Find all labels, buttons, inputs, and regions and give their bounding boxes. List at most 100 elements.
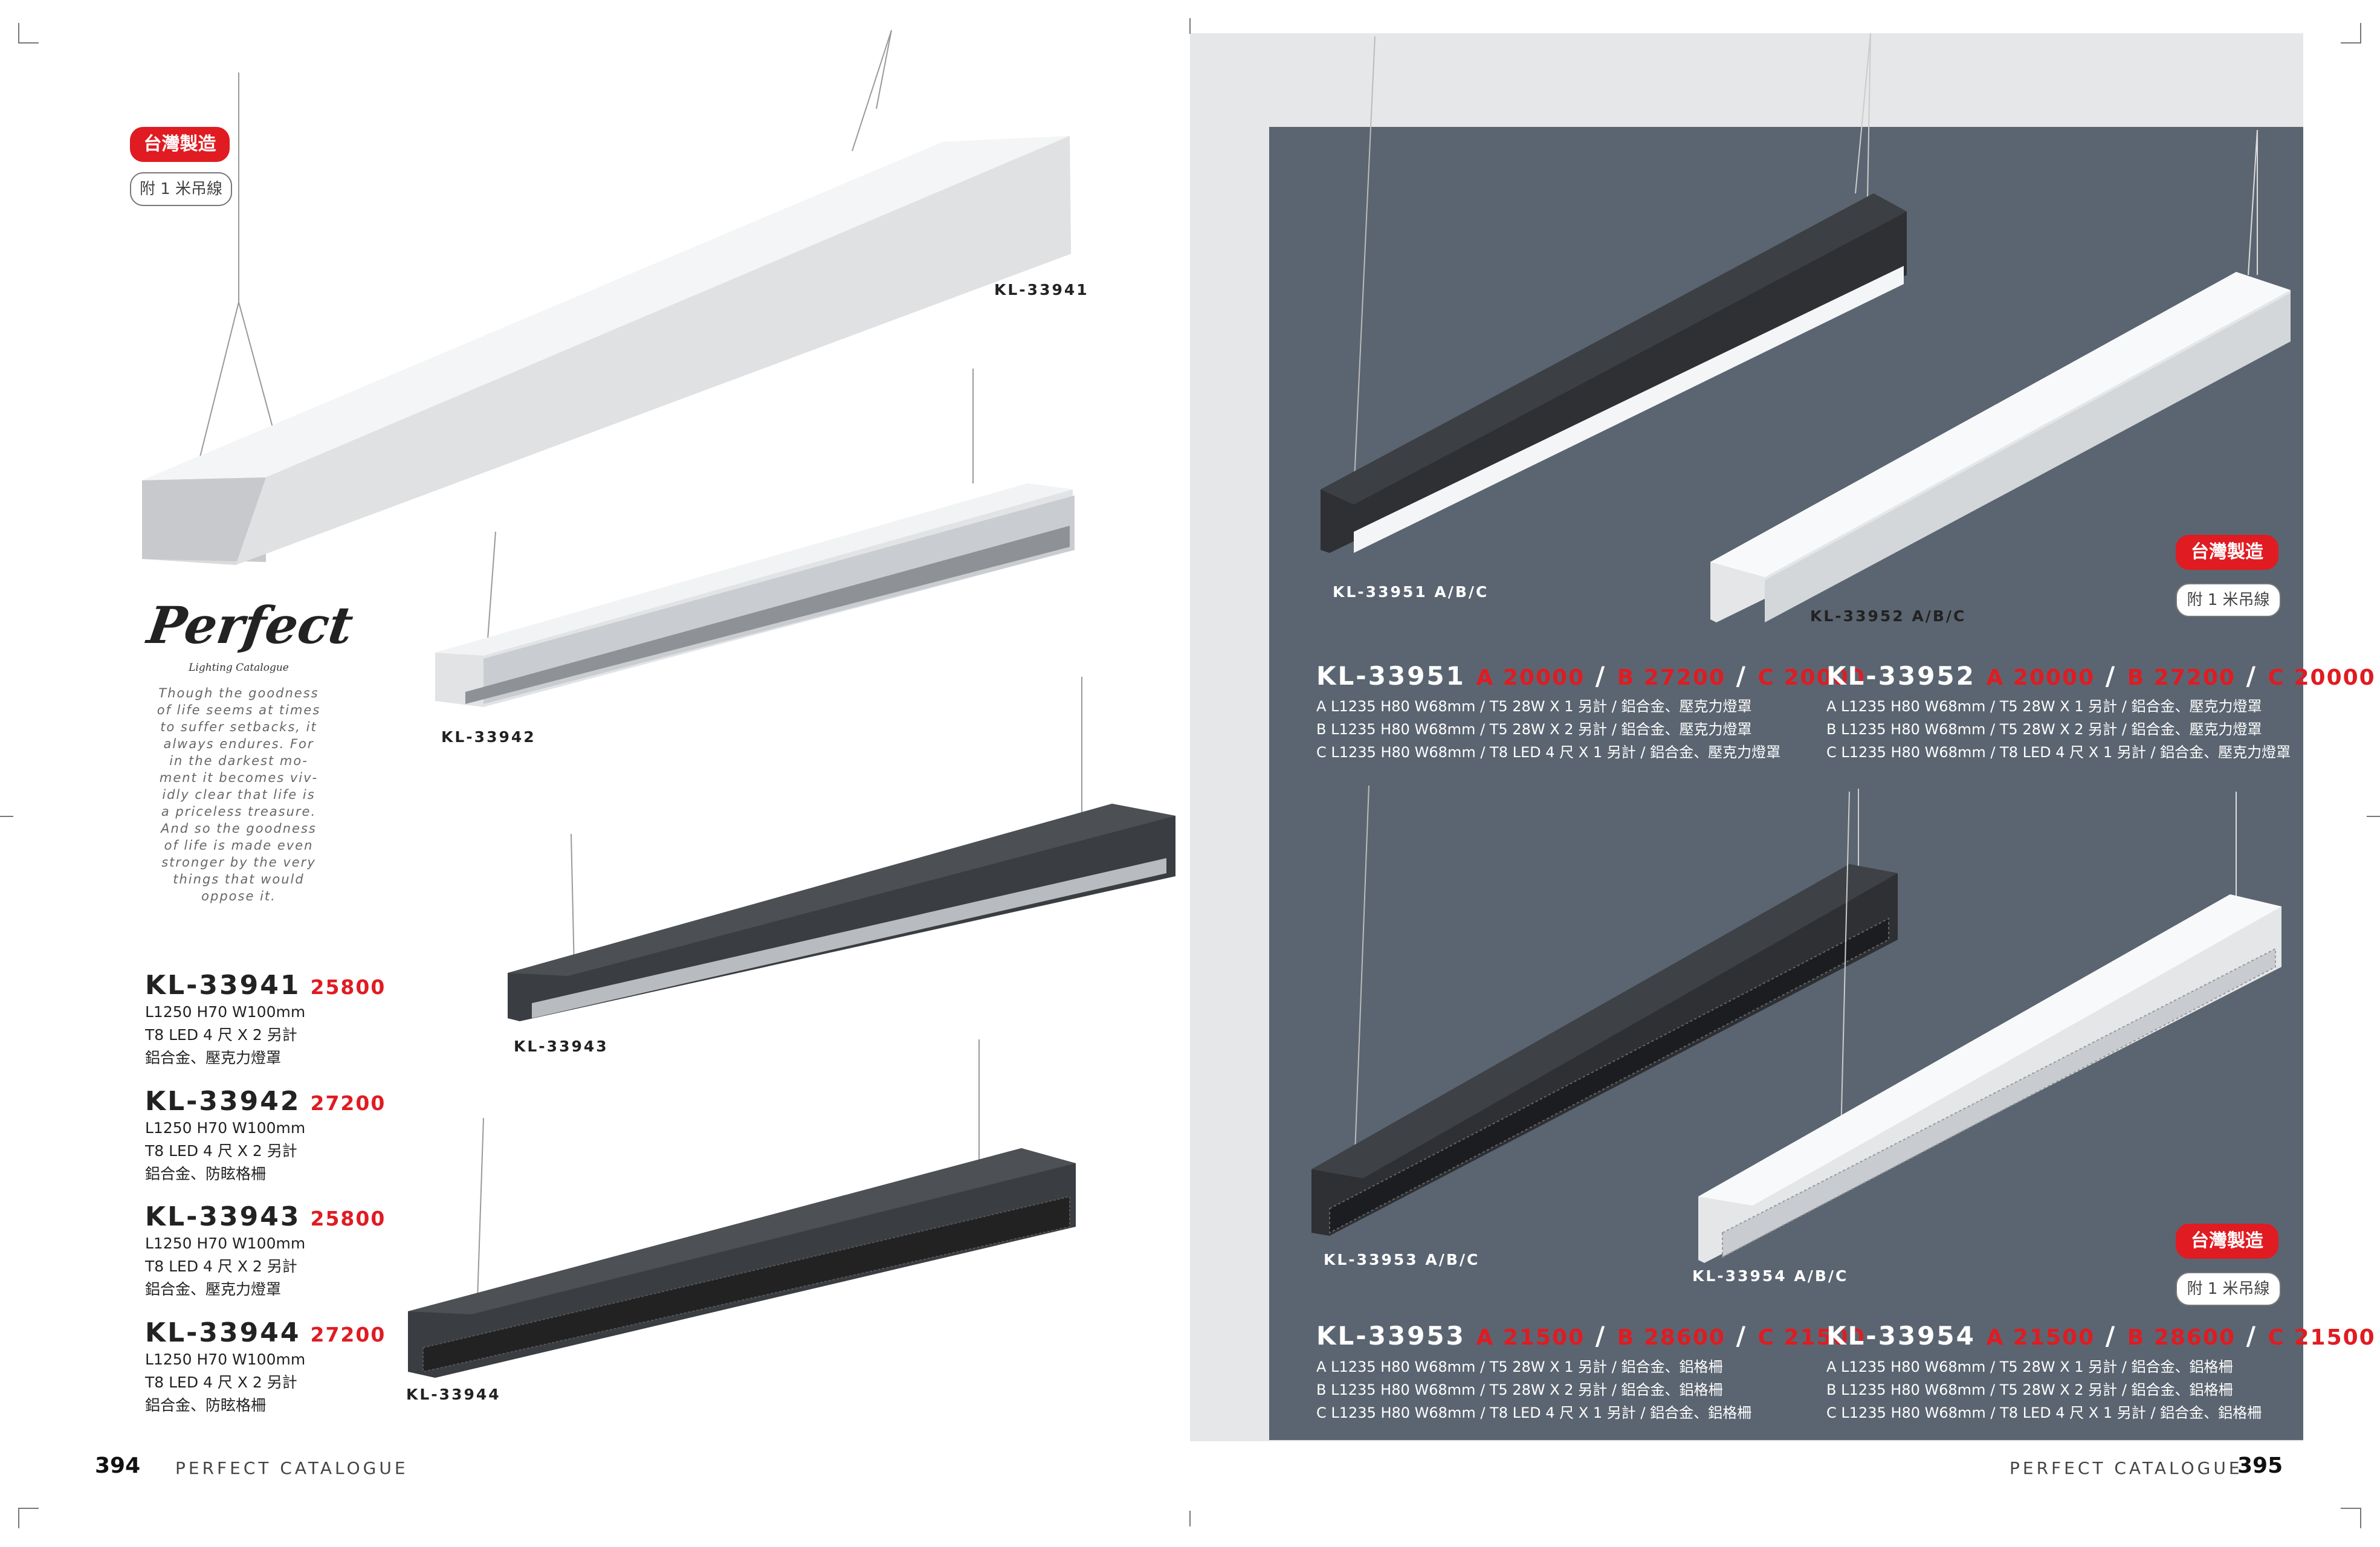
crop-mark xyxy=(2360,23,2361,44)
spec-lamp: T8 LED 4 尺 X 2 另計 xyxy=(145,1374,297,1391)
spec-material: 鋁合金、壓克力燈罩 xyxy=(145,1281,282,1298)
quote-line: to suffer setbacks, it xyxy=(160,720,317,734)
quote-line: idly clear that life is xyxy=(162,787,315,802)
crop-mark xyxy=(18,23,19,44)
footer-title: PERFECT CATALOGUE xyxy=(175,1458,409,1478)
spec-variant-c: C L1235 H80 W68mm / T8 LED 4 尺 X 1 另計 / … xyxy=(1826,1404,2262,1421)
spec-variant-b: B L1235 H80 W68mm / T5 28W X 2 另計 / 鋁合金、… xyxy=(1826,1381,2233,1398)
quote-line: a priceless treasure. xyxy=(161,804,317,819)
page-number: 395 xyxy=(2237,1453,2283,1478)
model-number: KL-33942 xyxy=(145,1086,301,1117)
crop-mark xyxy=(0,816,13,817)
spec-dimensions: L1250 H70 W100mm xyxy=(145,1235,306,1252)
crop-mark xyxy=(2360,1508,2361,1528)
model-number: KL-33951 xyxy=(1316,661,1466,691)
model-number: KL-33953 xyxy=(1316,1321,1466,1351)
crop-mark xyxy=(18,1508,19,1528)
crop-mark xyxy=(18,1508,39,1509)
crop-mark xyxy=(18,42,39,44)
quote-line: of life is made even xyxy=(164,838,314,853)
quote-line: always endures. For xyxy=(163,737,314,751)
kl-33943-luminaire-image xyxy=(508,677,1175,1021)
separator: / xyxy=(2105,661,2117,691)
price-c: C 20000 xyxy=(1758,665,1866,690)
model-price-kl-33954: KL-33954 A 21500 / B 28600 / C 21500 xyxy=(1826,1321,2376,1351)
quote-line: of life seems at times xyxy=(157,703,321,717)
model-price-kl-33953: KL-33953 A 21500 / B 28600 / C 21500 xyxy=(1316,1321,1866,1351)
separator: / xyxy=(2246,661,2257,691)
kl-33953-luminaire-image xyxy=(1311,785,1898,1236)
separator: / xyxy=(2105,1321,2117,1351)
brand-quote: Though the goodness of life seems at tim… xyxy=(148,685,329,905)
price-a: A 20000 xyxy=(1476,665,1585,690)
wire-included-badge: 附 1 米吊線 xyxy=(130,172,232,206)
caption-kl-33954: KL-33954 A/B/C xyxy=(1692,1267,1849,1285)
separator: / xyxy=(2246,1321,2257,1351)
quote-line: oppose it. xyxy=(201,889,276,903)
crop-mark xyxy=(2341,1508,2361,1509)
left-page-luminaires xyxy=(142,30,1175,1378)
spec-variant-c: C L1235 H80 W68mm / T8 LED 4 尺 X 1 另計 / … xyxy=(1316,744,1781,761)
caption-kl-33943: KL-33943 xyxy=(514,1038,609,1055)
page-number: 394 xyxy=(95,1453,141,1478)
model-price-kl-33952: KL-33952 A 20000 / B 27200 / C 20000 xyxy=(1826,661,2376,691)
specs-kl-33953: A L1235 H80 W68mm / T5 28W X 1 另計 / 鋁合金、… xyxy=(1316,1355,1751,1424)
price: 25800 xyxy=(310,1207,386,1230)
spec-variant-a: A L1235 H80 W68mm / T5 28W X 1 另計 / 鋁合金、… xyxy=(1826,698,2262,715)
caption-kl-33941: KL-33941 xyxy=(994,281,1089,299)
kl-33951-luminaire-image xyxy=(1321,33,1907,553)
quote-line: ment it becomes viv- xyxy=(159,770,319,785)
spec-variant-a: A L1235 H80 W68mm / T5 28W X 1 另計 / 鋁合金、… xyxy=(1826,1358,2233,1375)
spec-lamp: T8 LED 4 尺 X 2 另計 xyxy=(145,1258,297,1275)
brand-tagline: Lighting Catalogue xyxy=(189,662,289,674)
wire-included-badge: 附 1 米吊線 xyxy=(2176,1272,2281,1306)
model-number: KL-33954 xyxy=(1826,1321,1976,1351)
footer-title: PERFECT CATALOGUE xyxy=(2010,1458,2243,1478)
made-in-taiwan-badge: 台灣製造 xyxy=(130,127,230,162)
model-number: KL-33941 xyxy=(145,970,301,1001)
price-c: C 21500 xyxy=(2268,1325,2376,1350)
spec-material: 鋁合金、壓克力燈罩 xyxy=(145,1049,282,1067)
quote-line: things that would xyxy=(173,872,305,887)
spec-dimensions: L1250 H70 W100mm xyxy=(145,1119,306,1137)
separator: / xyxy=(1736,1321,1747,1351)
specs-kl-33952: A L1235 H80 W68mm / T5 28W X 1 另計 / 鋁合金、… xyxy=(1826,695,2291,764)
spec-variant-c: C L1235 H80 W68mm / T8 LED 4 尺 X 1 另計 / … xyxy=(1316,1404,1752,1421)
caption-kl-33952: KL-33952 A/B/C xyxy=(1810,607,1967,625)
caption-kl-33942: KL-33942 xyxy=(441,728,536,746)
kl-33942-luminaire-image xyxy=(435,369,1075,707)
price-a: A 20000 xyxy=(1986,665,2095,690)
made-in-taiwan-badge: 台灣製造 xyxy=(2176,535,2278,570)
price-b: B 28600 xyxy=(2127,1325,2236,1350)
price-c: C 20000 xyxy=(2268,665,2376,690)
price-c: C 21500 xyxy=(1758,1325,1866,1350)
price-b: B 27200 xyxy=(1617,665,1725,690)
quote-line: And so the goodness xyxy=(161,821,317,836)
spec-variant-a: A L1235 H80 W68mm / T5 28W X 1 另計 / 鋁合金、… xyxy=(1316,1358,1723,1375)
separator: / xyxy=(1736,661,1747,691)
spec-variant-a: A L1235 H80 W68mm / T5 28W X 1 另計 / 鋁合金、… xyxy=(1316,698,1752,715)
spec-dimensions: L1250 H70 W100mm xyxy=(145,1003,306,1021)
kl-33944-luminaire-image xyxy=(408,1039,1076,1378)
price-b: B 27200 xyxy=(2127,665,2236,690)
specs-kl-33951: A L1235 H80 W68mm / T5 28W X 1 另計 / 鋁合金、… xyxy=(1316,695,1780,764)
separator: / xyxy=(1595,661,1607,691)
spec-variant-c: C L1235 H80 W68mm / T8 LED 4 尺 X 1 另計 / … xyxy=(1826,744,2291,761)
model-number: KL-33952 xyxy=(1826,661,1976,691)
spec-lamp: T8 LED 4 尺 X 2 另計 xyxy=(145,1026,297,1044)
caption-kl-33944: KL-33944 xyxy=(406,1386,501,1403)
caption-kl-33953: KL-33953 A/B/C xyxy=(1324,1251,1480,1268)
spec-lamp: T8 LED 4 尺 X 2 另計 xyxy=(145,1142,297,1160)
spec-material: 鋁合金、防眩格柵 xyxy=(145,1165,267,1183)
quote-line: Though the goodness xyxy=(158,686,319,700)
kl-33952-luminaire-image xyxy=(1710,129,2291,622)
crop-mark xyxy=(1189,1511,1191,1526)
spec-variant-b: B L1235 H80 W68mm / T5 28W X 2 另計 / 鋁合金、… xyxy=(1316,721,1752,738)
spec-variant-b: B L1235 H80 W68mm / T5 28W X 2 另計 / 鋁合金、… xyxy=(1826,721,2262,738)
separator: / xyxy=(1595,1321,1607,1351)
